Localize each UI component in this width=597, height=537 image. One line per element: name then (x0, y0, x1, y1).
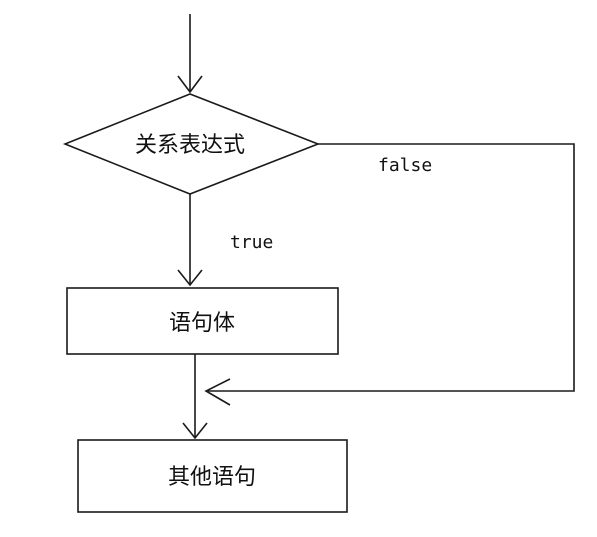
false-label: false (378, 155, 432, 176)
entry-arrow (177, 14, 203, 94)
condition-node: 关系表达式 (62, 93, 321, 195)
exit-arrow (182, 354, 208, 440)
next-label: 其他语句 (168, 465, 256, 490)
condition-label: 关系表达式 (135, 133, 245, 158)
body-box (66, 287, 339, 355)
false-branch: false (204, 143, 575, 406)
true-branch: true (177, 194, 273, 287)
next-box (77, 439, 348, 513)
true-label: true (230, 232, 273, 253)
next-node: 其他语句 (77, 439, 348, 513)
body-node: 语句体 (66, 287, 339, 355)
body-label: 语句体 (169, 311, 235, 336)
